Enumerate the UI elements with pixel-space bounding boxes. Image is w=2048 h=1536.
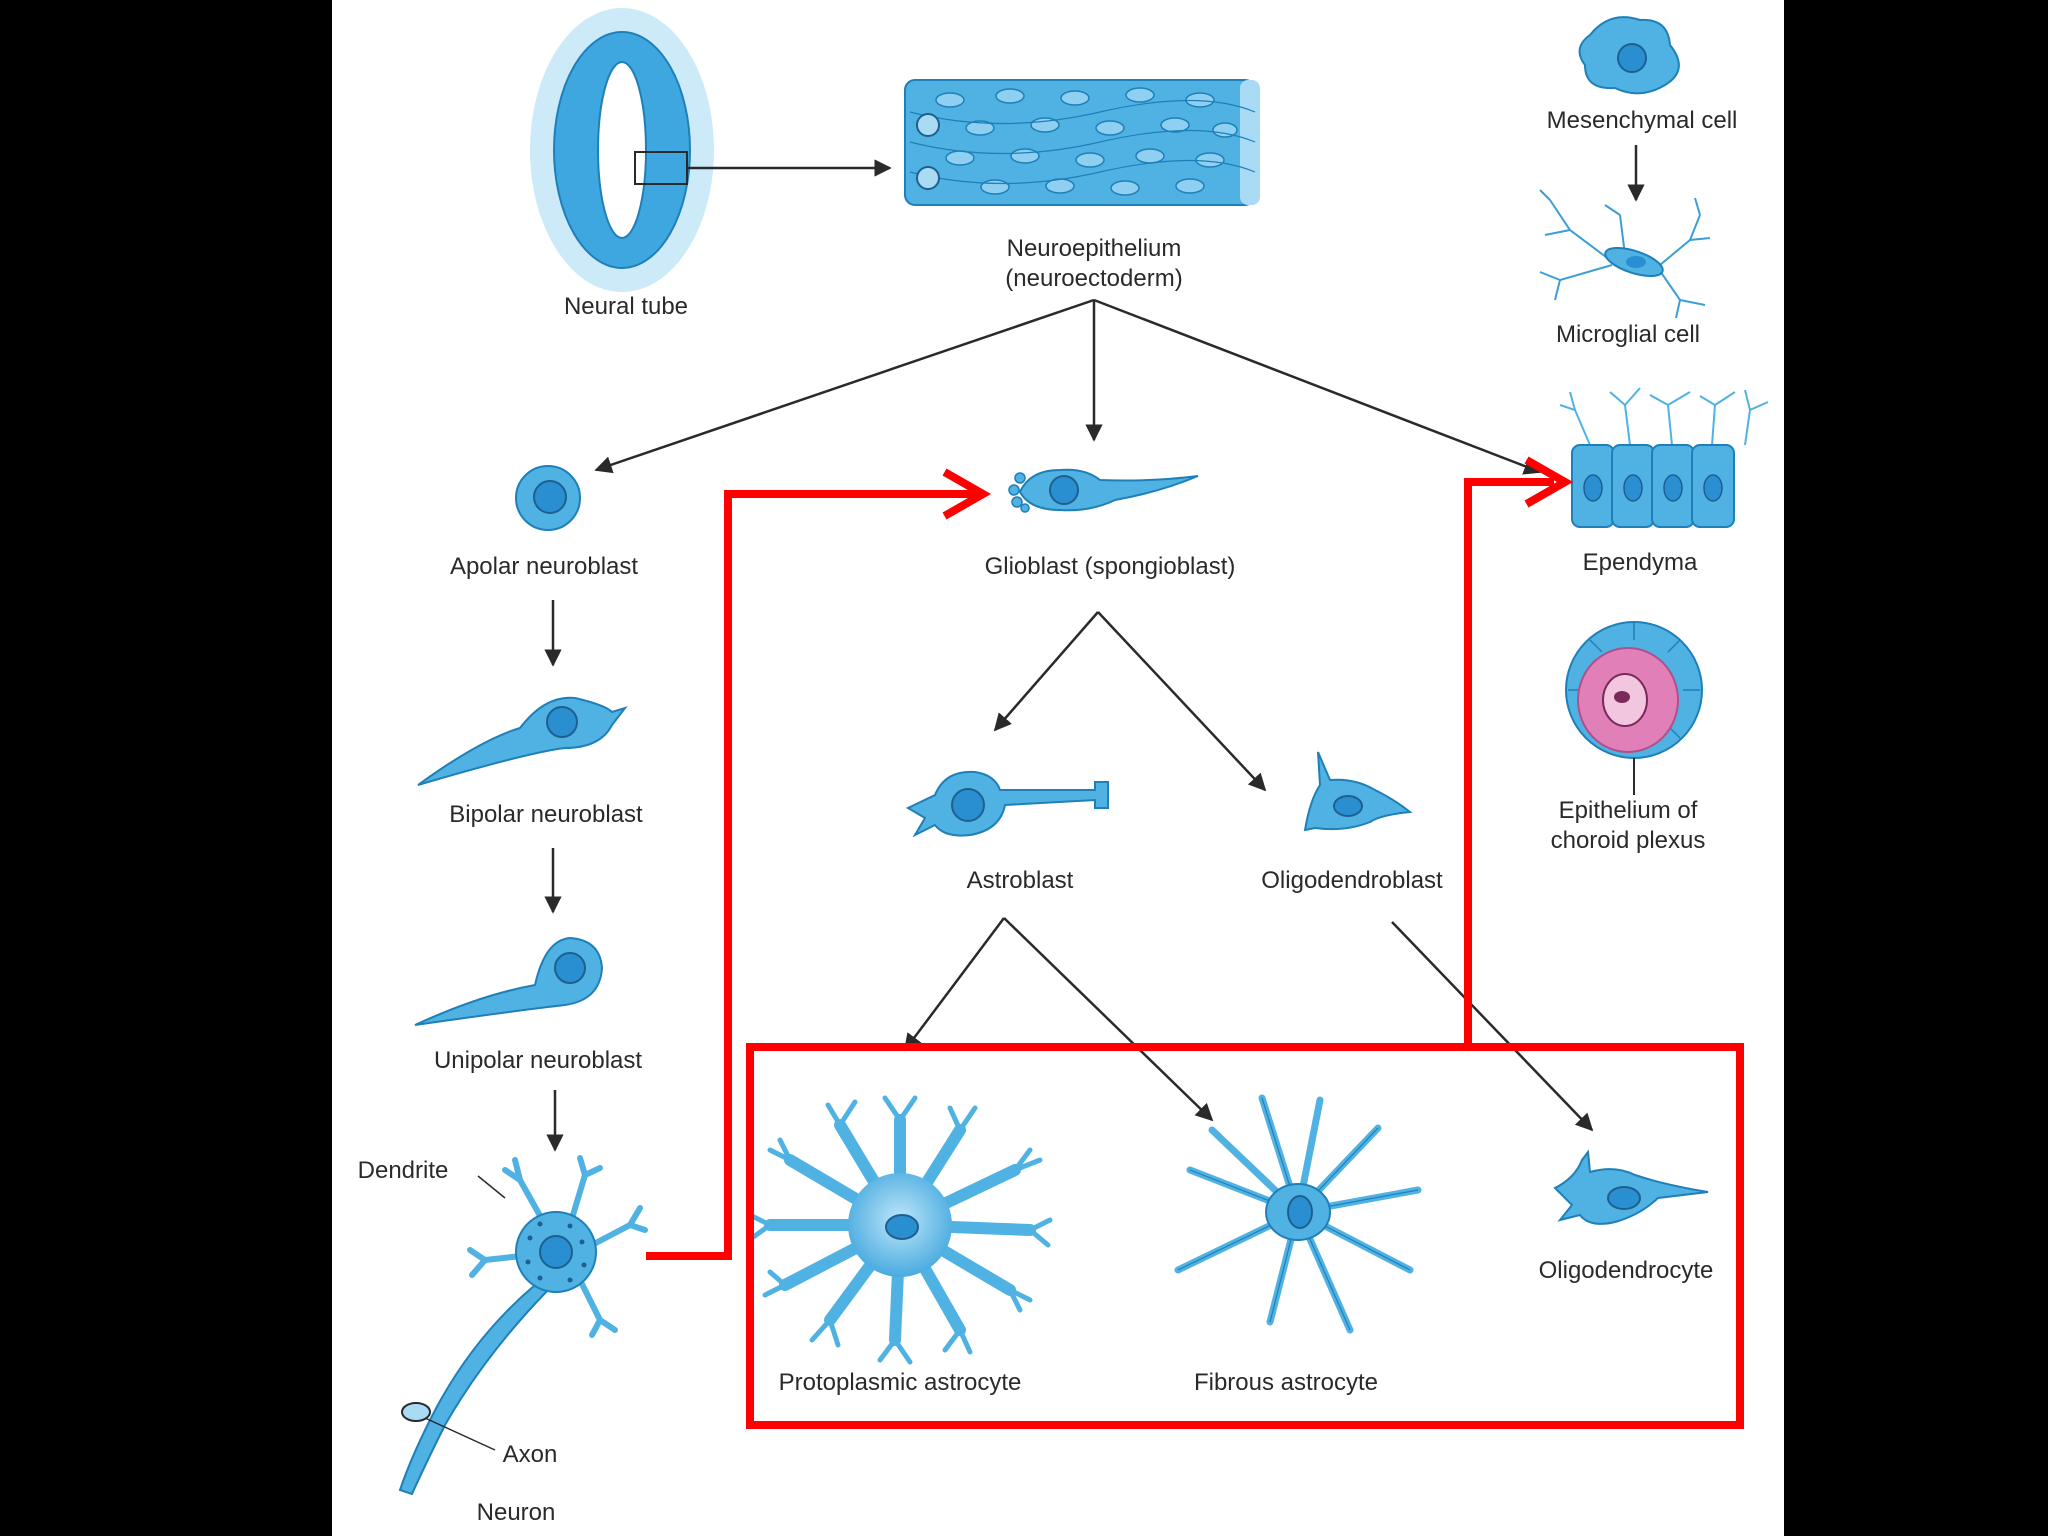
mesenchymal-cell-illustration xyxy=(1578,16,1680,95)
bipolar-neuroblast-label: Bipolar neuroblast xyxy=(449,801,643,828)
oligodendrocyte-illustration xyxy=(1553,1149,1709,1225)
oligodendroblast-illustration xyxy=(1303,751,1413,832)
apolar-neuroblast-illustration xyxy=(515,465,581,531)
neuroectoderm-label: (neuroectoderm) xyxy=(1005,265,1182,292)
fibrous-astrocyte-illustration xyxy=(1174,1094,1422,1334)
ependyma-label: Ependyma xyxy=(1583,549,1698,576)
arrow-glioblast-to-astroblast xyxy=(993,611,1099,732)
bipolar-neuroblast-illustration xyxy=(417,696,628,786)
box-to-ependyma-red-arrow xyxy=(1464,478,1554,1051)
choroid-plexus-label-line2: choroid plexus xyxy=(1551,827,1706,854)
neuron-to-glioblast-red-arrowhead xyxy=(942,468,992,520)
mesenchymal-cell-label: Mesenchymal cell xyxy=(1547,107,1738,134)
arrow-astroblast-to-protoplasmic xyxy=(903,917,1005,1052)
apolar-neuroblast-label: Apolar neuroblast xyxy=(450,553,638,580)
dendrite-label: Dendrite xyxy=(358,1157,449,1184)
box-to-ependyma-red-arrowhead xyxy=(1524,456,1574,508)
arrow-glioblast-to-oligodendroblast xyxy=(1097,611,1267,792)
ependyma-illustration xyxy=(1559,387,1769,528)
arrow-to-ependyma xyxy=(1093,298,1542,475)
unipolar-neuroblast-label: Unipolar neuroblast xyxy=(434,1047,642,1074)
protoplasmic-astrocyte-illustration xyxy=(747,1095,1053,1365)
neuroepithelium-label: Neuroepithelium xyxy=(1007,235,1182,262)
astroblast-label: Astroblast xyxy=(967,867,1074,894)
microglial-cell-illustration xyxy=(1539,189,1711,319)
neuron-label: Neuron xyxy=(477,1499,556,1526)
protoplasmic-astrocyte-label: Protoplasmic astrocyte xyxy=(779,1369,1022,1396)
choroid-plexus-illustration xyxy=(1565,621,1703,795)
choroid-plexus-label-line1: Epithelium of xyxy=(1559,797,1698,824)
red-highlight-annotations xyxy=(646,456,1744,1429)
neuroepithelium-illustration xyxy=(904,79,1260,206)
glioblast-label: Glioblast (spongioblast) xyxy=(985,553,1236,580)
mature-glia-highlight-box xyxy=(746,1043,1744,1429)
glioblast-illustration xyxy=(1008,468,1199,513)
neuron-to-glioblast-red-arrow xyxy=(646,490,979,1260)
astroblast-illustration xyxy=(905,770,1109,838)
neural-tube-label: Neural tube xyxy=(564,293,688,320)
neuron-illustration xyxy=(398,1155,648,1496)
unipolar-neuroblast-illustration xyxy=(414,936,604,1026)
arrow-oligodendroblast-to-oligodendrocyte xyxy=(1391,921,1594,1132)
oligodendrocyte-label: Oligodendrocyte xyxy=(1539,1257,1714,1284)
arrow-astroblast-to-fibrous xyxy=(1003,917,1214,1122)
fibrous-astrocyte-label: Fibrous astrocyte xyxy=(1194,1369,1378,1396)
microglial-cell-label: Microglial cell xyxy=(1556,321,1700,348)
oligodendroblast-label: Oligodendroblast xyxy=(1261,867,1443,894)
arrow-to-apolar xyxy=(594,298,1095,474)
axon-label: Axon xyxy=(503,1441,558,1468)
neural-tube-illustration xyxy=(530,8,714,292)
